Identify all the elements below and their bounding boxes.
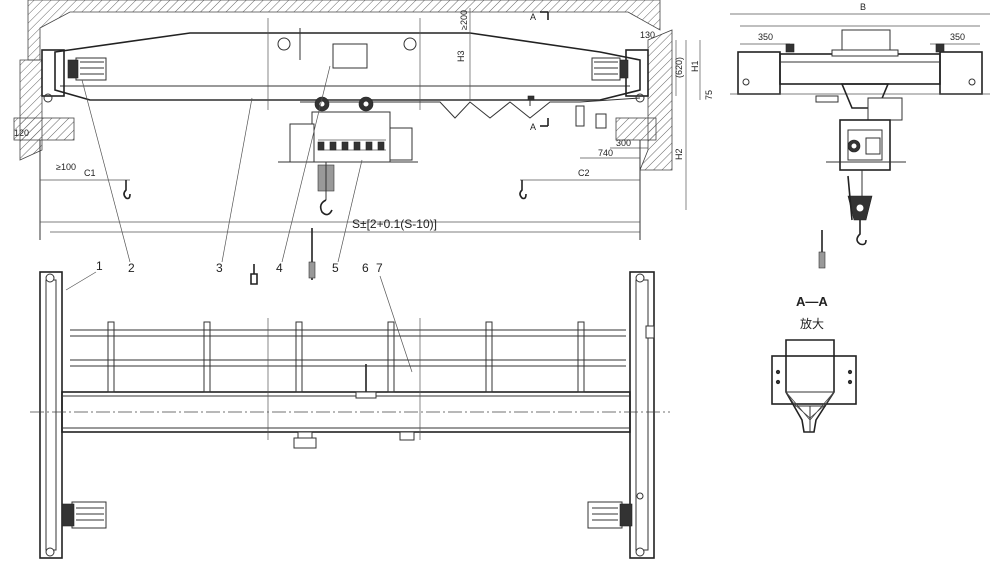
plan-left-end-carriage: [39, 271, 63, 559]
right-drive-motor: [591, 57, 621, 81]
right-wall-hatch: [639, 29, 673, 171]
dim-top-clear: ≥200: [459, 10, 469, 30]
dim-h2: H2: [674, 148, 684, 160]
dim-min-clearance: ≥100: [56, 162, 76, 172]
part-label-4: 4: [276, 261, 283, 275]
dim-c2: C2: [578, 168, 590, 178]
dim-620: (620): [674, 57, 684, 78]
side-hoist-body: [839, 119, 891, 171]
plan-left-motor: [61, 501, 107, 529]
dim-left-overhang: 120: [14, 128, 29, 138]
section-a-a-view: A—A 放大: [771, 294, 857, 433]
side-end-carriage-left: [737, 51, 781, 95]
hook-icon: [319, 199, 333, 216]
dim-c1: C1: [84, 168, 96, 178]
hook-icon-c2: [519, 180, 527, 200]
part-label-7: 7: [376, 261, 383, 275]
pendant-control-icon: [250, 264, 258, 285]
dim-span: S±[2+0.1(S-10)]: [352, 217, 437, 231]
part-label-2: 2: [128, 261, 135, 275]
left-end-carriage: [41, 49, 65, 97]
side-view: B 350 350 75: [704, 2, 990, 269]
front-elevation-view: 120 ≥100 C1 C2 S±[2+0.1(S-10)] H3 ≥200 1…: [13, 0, 701, 373]
dim-h3: H3: [456, 50, 466, 62]
right-end-carriage: [625, 49, 649, 97]
dim-740: 740: [598, 148, 613, 158]
dim-130: 130: [640, 30, 655, 40]
section-subtitle: 放大: [800, 316, 824, 331]
left-wall-hatch: [19, 59, 43, 161]
dim-350-left: 350: [758, 32, 773, 42]
plan-right-end-carriage: [629, 271, 655, 559]
main-girder: [54, 32, 641, 101]
right-runway-beam: [615, 117, 657, 141]
side-end-carriage-right: [939, 51, 983, 95]
plan-view: [30, 271, 670, 559]
part-label-5: 5: [332, 261, 339, 275]
dim-75: 75: [704, 90, 714, 100]
left-drive-motor: [75, 57, 107, 81]
part-label-6: 6: [362, 261, 369, 275]
part-label-3: 3: [216, 261, 223, 275]
section-mark-bottom: A: [530, 122, 536, 132]
hook-icon-c1: [123, 180, 131, 200]
dim-b: B: [860, 2, 866, 12]
side-hook-icon: [856, 220, 867, 246]
section-mark-top: A: [530, 12, 536, 22]
dim-300: 300: [616, 138, 631, 148]
girder-cable-line: [300, 97, 641, 119]
part-label-1: 1: [96, 259, 103, 273]
section-title: A—A: [796, 294, 828, 309]
electric-hoist: [278, 96, 418, 216]
left-runway-beam: [13, 117, 75, 141]
section-funnel: [785, 339, 835, 433]
dim-h1: H1: [690, 60, 700, 72]
plan-right-motor: [587, 501, 633, 529]
dim-350-right: 350: [950, 32, 965, 42]
